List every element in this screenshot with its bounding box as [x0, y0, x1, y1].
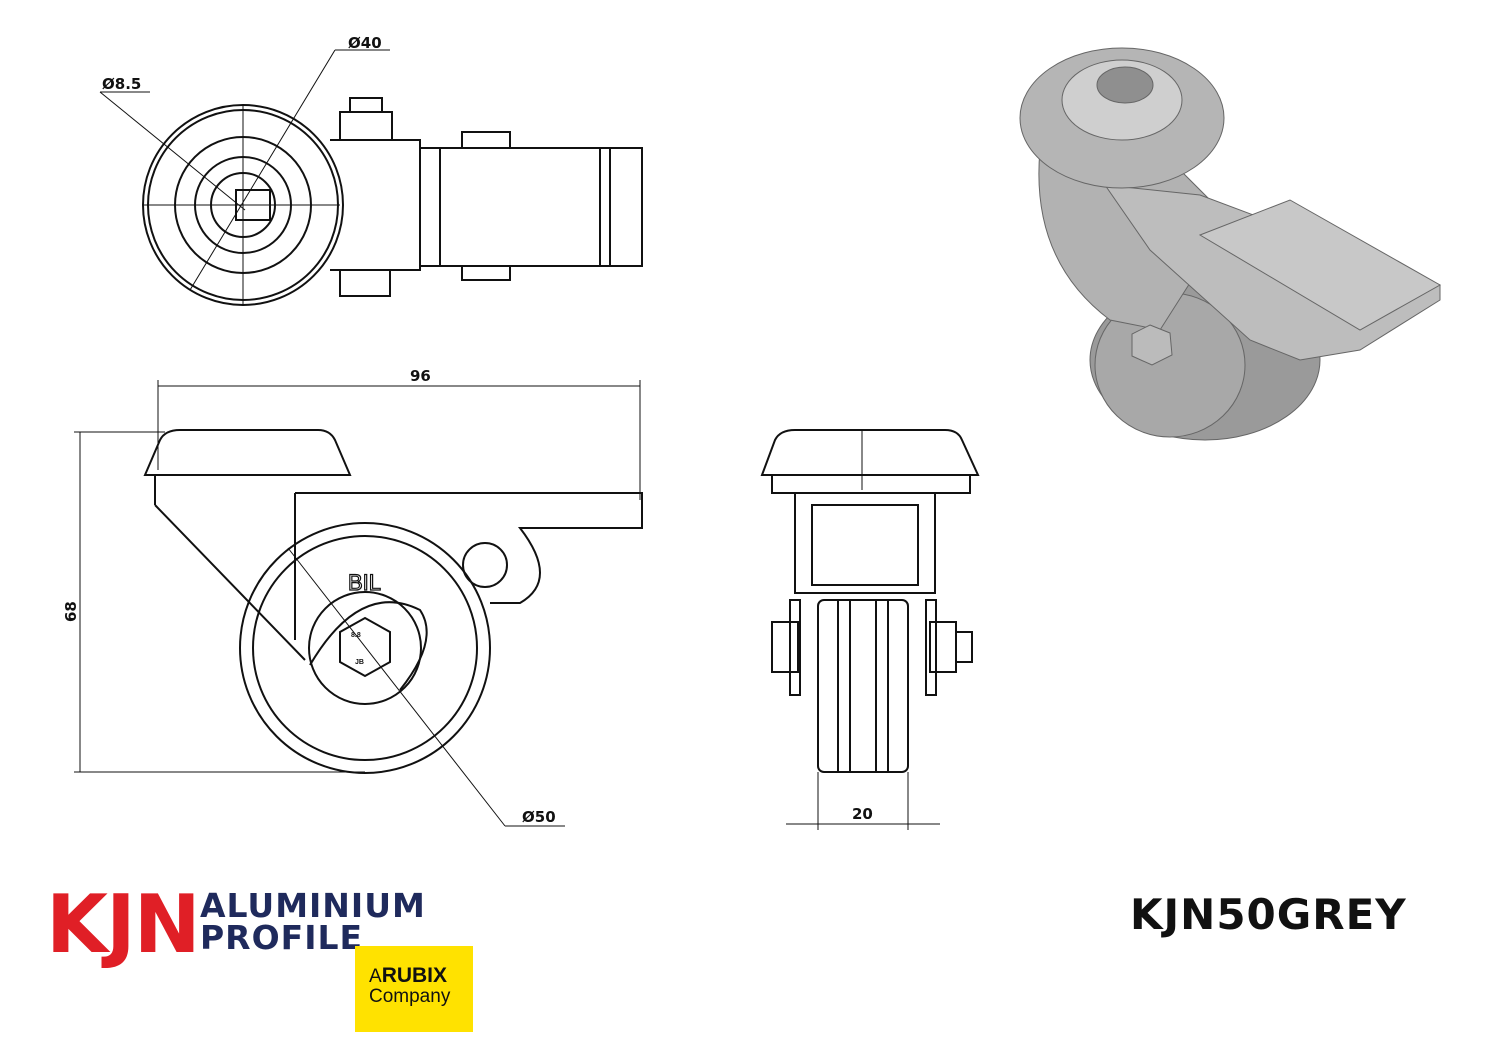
rubix-badge: ARUBIX Company: [355, 946, 473, 1032]
badge-company: Company: [369, 986, 451, 1007]
front-view: 20: [760, 429, 980, 830]
width-96-label: 96: [410, 367, 431, 385]
top-view: Ø40 Ø8.5: [99, 34, 643, 306]
part-number: KJN50GREY: [1130, 890, 1407, 939]
width-20-label: 20: [852, 805, 873, 823]
logo-line-2: PROFILE: [200, 918, 364, 957]
dia-50-label: Ø50: [522, 808, 556, 826]
dia-8-5-label: Ø8.5: [102, 75, 141, 93]
height-68-label: 68: [62, 601, 80, 622]
logo-kjn: KJN: [46, 878, 201, 971]
badge-rubix: RUBIX: [381, 964, 448, 987]
logo-text: ALUMINIUM PROFILE: [200, 886, 426, 957]
side-view: 8.8 JB BIL 96 68 Ø50: [62, 367, 643, 827]
badge-a: A: [369, 966, 382, 987]
dia-40-label: Ø40: [348, 34, 382, 52]
caster-3d-render: [1019, 47, 1442, 441]
brand-mark: BIL: [348, 570, 381, 595]
logo-line-1: ALUMINIUM: [200, 886, 426, 925]
bolt-maker-label: JB: [355, 659, 364, 666]
